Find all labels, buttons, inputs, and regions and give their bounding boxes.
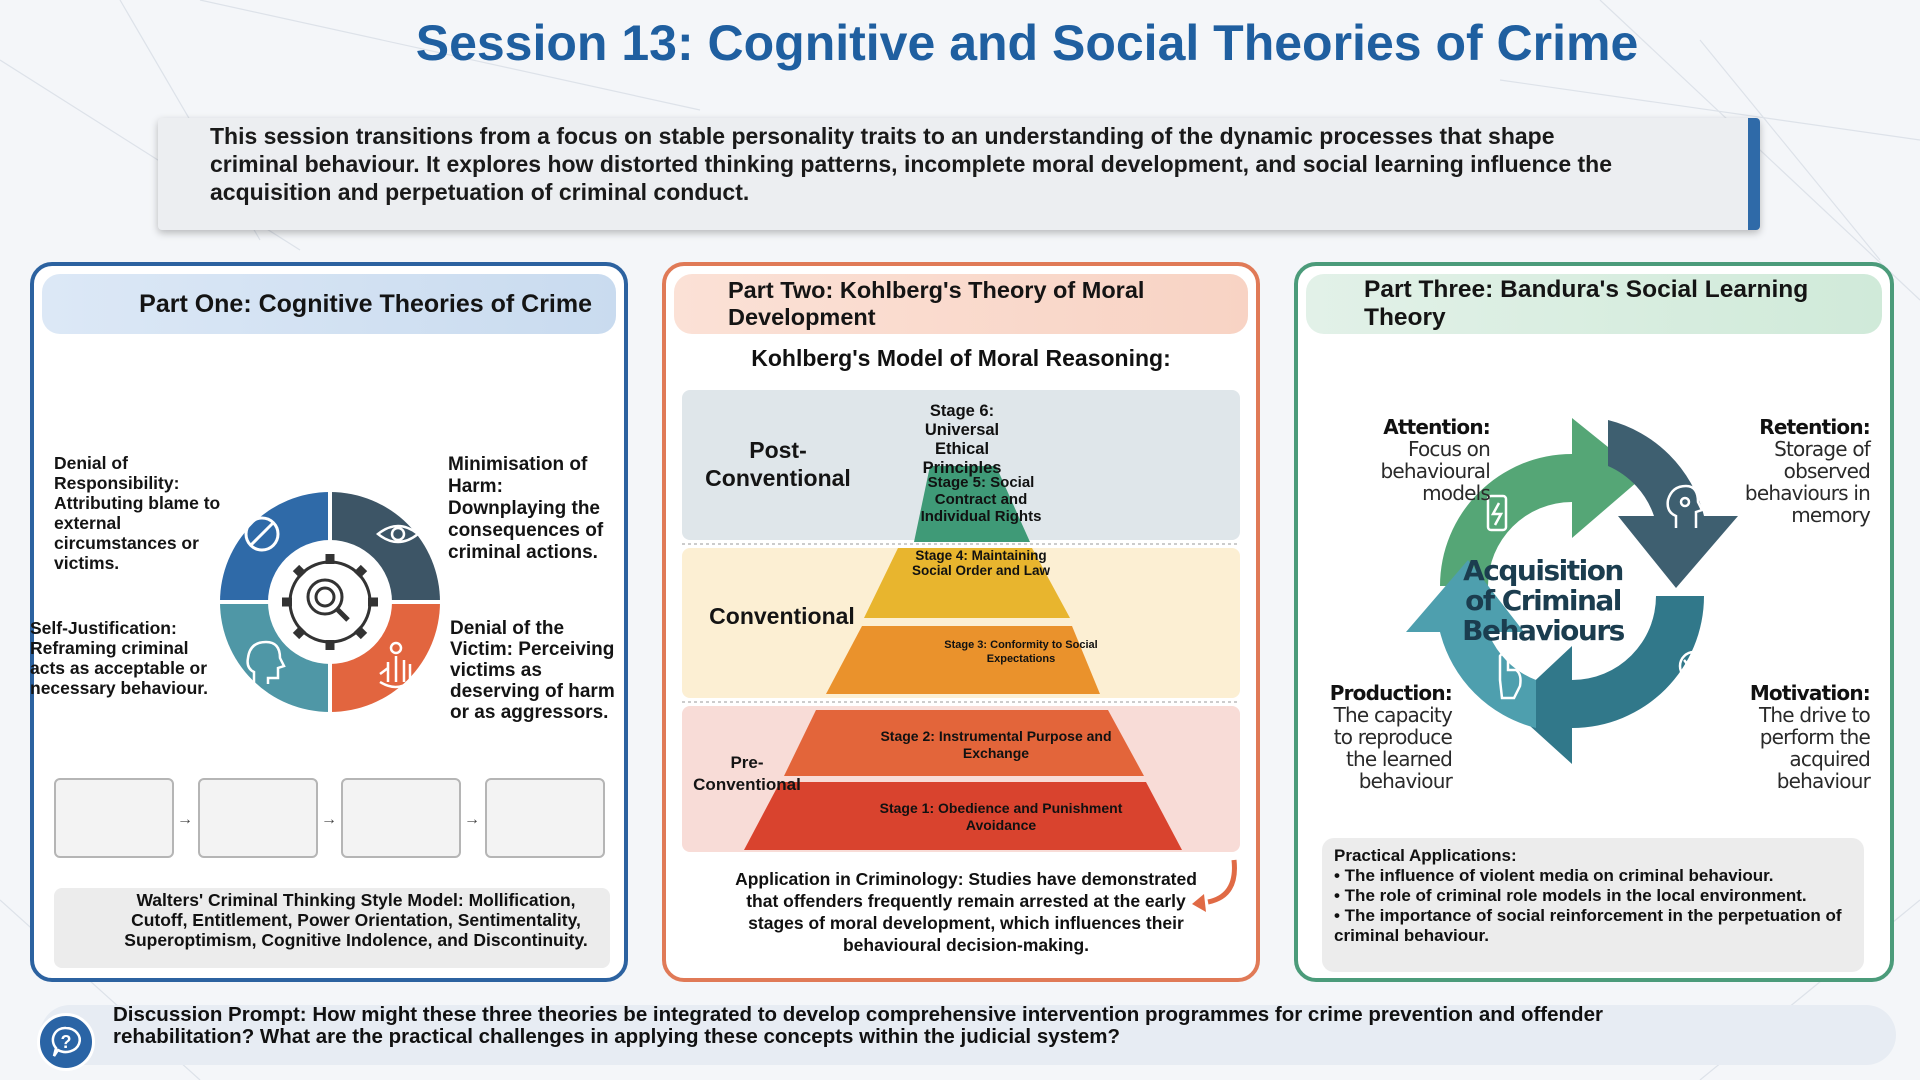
stage-4-label: Stage 4: Maintaining Social Order and La… — [911, 548, 1051, 578]
retention-title: Retention: — [1759, 415, 1871, 439]
attention-text: Focus on behavioural models — [1380, 437, 1491, 505]
gear-icon — [282, 554, 378, 650]
panel-kohlberg-theory: Part Two: Kohlberg's Theory of Moral Dev… — [662, 262, 1260, 982]
cycle-center-title: Acquisition of Criminal Behaviours — [1462, 554, 1625, 647]
hand-pointer-icon — [1498, 651, 1522, 700]
practical-title: Practical Applications: — [1334, 846, 1517, 865]
flow-box-4 — [485, 778, 605, 858]
stage-6-label: Stage 6: Universal Ethical Principles — [922, 402, 1002, 477]
flow-arrow-icon: → — [177, 811, 193, 828]
prohibition-icon — [244, 516, 280, 552]
motivation-text: The drive to perform the acquired behavi… — [1758, 703, 1871, 793]
flow-arrow-icon: → — [321, 811, 337, 828]
cycle-arrow-attention — [1440, 418, 1644, 586]
svg-text:?: ? — [61, 1032, 72, 1052]
moral-development-pyramid — [682, 466, 1240, 912]
pyramid-stage-4 — [864, 548, 1070, 618]
head-icon — [246, 640, 286, 684]
cycle-arrow-motivation — [1508, 596, 1704, 764]
retention-text: Storage of observed behaviours in memory — [1744, 437, 1871, 527]
intro-text: This session transitions from a focus on… — [158, 118, 1760, 230]
cycle-arrow-retention — [1608, 420, 1738, 588]
panel-heading: Part Two: Kohlberg's Theory of Moral Dev… — [674, 274, 1248, 334]
flow-box-3 — [341, 778, 461, 858]
discussion-bar — [40, 1005, 1896, 1065]
panel-heading: Part Three: Bandura's Social Learning Th… — [1306, 274, 1882, 334]
level-pre-conventional: Pre-Conventional — [693, 753, 801, 794]
production-text: The capacity to reproduce the learned be… — [1333, 703, 1453, 793]
label-motivation: Motivation: The drive to perform the acq… — [1738, 681, 1871, 793]
flow-arrow-icon: → — [464, 811, 480, 828]
stage-3-label: Stage 3: Conformity to Social Expectatio… — [944, 639, 1098, 665]
eye-icon — [375, 524, 421, 544]
practical-applications-box: Practical Applications: • The influence … — [1322, 838, 1864, 972]
level-conventional: Conventional — [709, 603, 855, 629]
label-attention: Attention: Focus on behavioural models — [1360, 415, 1491, 505]
panel-bandura-theory: Part Three: Bandura's Social Learning Th… — [1294, 262, 1894, 982]
label-denial-of-the-victim: Denial of the Victim: Perceiving victims… — [450, 618, 615, 723]
attention-title: Attention: — [1383, 415, 1491, 439]
pyramid-stage-1 — [744, 782, 1182, 850]
label-self-justification: Self-Justification: Reframing criminal a… — [30, 618, 209, 698]
cognitive-distortions-wheel — [220, 492, 440, 712]
model-subheading: Kohlberg's Model of Moral Reasoning: — [751, 345, 1171, 371]
panel-heading: Part One: Cognitive Theories of Crime — [42, 274, 616, 334]
application-text: Application in Criminology: Studies have… — [735, 869, 1197, 955]
flow-box-2 — [198, 778, 318, 858]
label-denial-of-responsibility: Denial of Responsibility: Attributing bl… — [54, 453, 221, 573]
practical-item: • The influence of violent media on crim… — [1334, 866, 1774, 885]
practical-item: • The role of criminal role models in th… — [1334, 886, 1807, 905]
social-learning-cycle — [1406, 418, 1738, 764]
pyramid-stage-5 — [914, 466, 1030, 542]
production-title: Production: — [1329, 681, 1453, 705]
question-icon: ? — [37, 1013, 95, 1071]
page-title: Session 13: Cognitive and Social Theorie… — [415, 15, 1639, 71]
stage-2-label: Stage 2: Instrumental Purpose and Exchan… — [880, 728, 1112, 761]
discussion-prompt: Discussion Prompt: How might these three… — [113, 1003, 1603, 1048]
level-post-conventional: Post-Conventional — [705, 437, 851, 491]
label-retention: Retention: Storage of observed behaviour… — [1726, 415, 1871, 527]
pyramid-stage-3 — [826, 626, 1100, 694]
flow-box-1 — [54, 778, 174, 858]
magnifier-icon — [306, 578, 350, 622]
label-production: Production: The capacity to reproduce th… — [1318, 681, 1453, 793]
motivation-title: Motivation: — [1749, 681, 1871, 705]
pyramid-stage-2 — [784, 710, 1144, 776]
curved-arrow-icon — [1192, 859, 1237, 912]
head-eye-icon — [1666, 484, 1704, 528]
panel-cognitive-theories: Part One: Cognitive Theories of Crime — [30, 262, 628, 982]
walters-model-box: Walters' Criminal Thinking Style Model: … — [54, 888, 610, 968]
battery-icon — [1486, 494, 1508, 532]
cycle-arrow-production — [1406, 560, 1536, 728]
label-minimisation-of-harm: Minimisation of Harm: Downplaying the co… — [448, 454, 604, 563]
hand-icon — [379, 641, 412, 689]
brain-icon — [1678, 650, 1710, 682]
stage-1-label: Stage 1: Obedience and Punishment Avoida… — [879, 800, 1123, 833]
stage-5-label: Stage 5: Social Contract and Individual … — [920, 474, 1042, 525]
practical-item: • The importance of social reinforcement… — [1334, 906, 1842, 945]
